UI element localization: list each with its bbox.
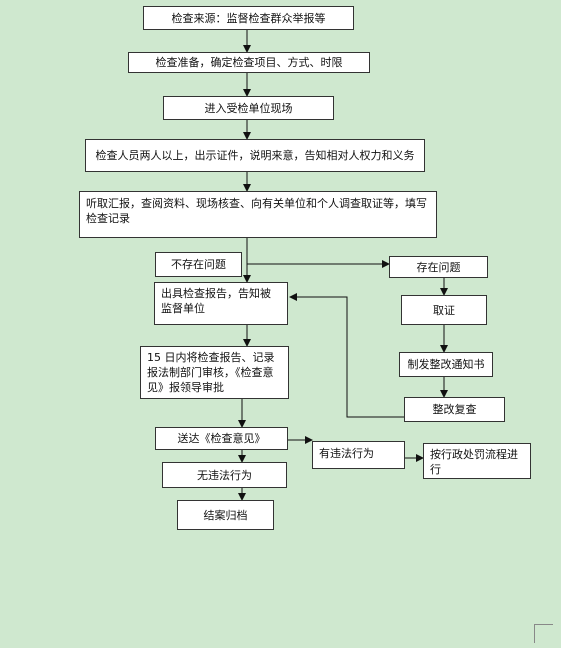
page-corner-mark [534,624,553,643]
step-has-issue-text: 存在问题 [416,260,461,274]
step-source: 检查来源：监督检查群众举报等 [143,6,354,30]
step-deliver: 送达《检查意见》 [155,427,288,450]
step-no-illegal-text: 无违法行为 [197,468,252,482]
step-penalty: 按行政处罚流程进行 [423,443,531,479]
label-no-issue-text: 不存在问题 [171,258,226,271]
step-deliver-text: 送达《检查意见》 [177,432,266,445]
step-review: 15 日内将检查报告、记录报法制部门审核，《检查意见》报领导审批 [140,346,289,399]
arrow-recheck-back [289,293,404,418]
step-recheck-text: 整改复查 [432,403,477,416]
step-recheck: 整改复查 [404,397,505,422]
step-archive-text: 结案归档 [203,508,248,522]
step-penalty-text: 按行政处罚流程进行 [430,448,518,476]
step-illegal-text: 有违法行为 [319,447,374,460]
step-show-id: 检查人员两人以上，出示证件，说明来意，告知相对人权力和义务 [85,139,425,172]
step-enter-site: 进入受检单位现场 [163,96,334,120]
step-issue-report: 出具检查报告，告知被监督单位 [154,282,288,325]
step-archive: 结案归档 [177,500,274,530]
step-no-illegal: 无违法行为 [162,462,287,488]
step-notice-text: 制发整改通知书 [407,358,485,371]
step-notice: 制发整改通知书 [399,352,493,377]
step-issue-report-text: 出具检查报告，告知被监督单位 [161,287,271,315]
step-prepare: 检查准备，确定检查项目、方式、时限 [128,52,370,73]
step-evidence: 取证 [401,295,487,325]
label-no-issue: 不存在问题 [155,252,242,277]
step-source-text: 检查来源：监督检查群众举报等 [171,11,326,25]
step-illegal: 有违法行为 [312,441,405,469]
step-collect: 听取汇报，查阅资料、现场核查、向有关单位和个人调查取证等，填写检查记录 [79,191,437,238]
step-has-issue: 存在问题 [389,256,488,278]
step-prepare-text: 检查准备，确定检查项目、方式、时限 [155,56,343,69]
step-collect-text: 听取汇报，查阅资料、现场核查、向有关单位和个人调查取证等，填写检查记录 [86,197,427,225]
step-review-text: 15 日内将检查报告、记录报法制部门审核，《检查意见》报领导审批 [147,351,275,394]
step-enter-site-text: 进入受检单位现场 [204,101,293,115]
step-show-id-text: 检查人员两人以上，出示证件，说明来意，告知相对人权力和义务 [95,149,415,162]
step-evidence-text: 取证 [433,303,455,317]
